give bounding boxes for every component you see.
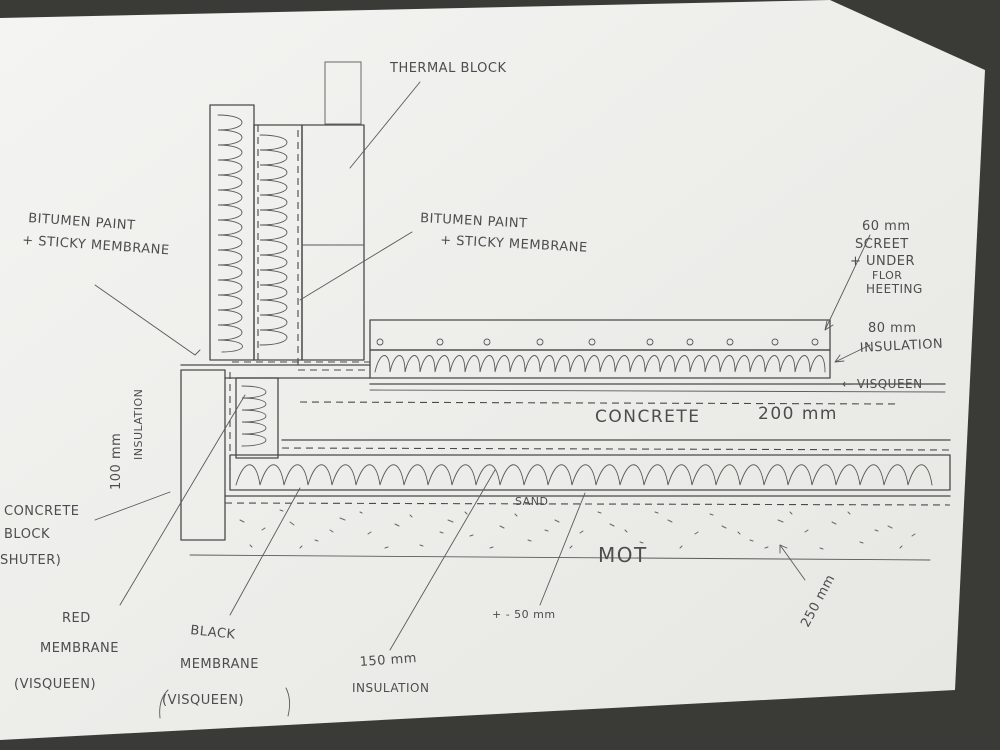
- label-screed-2: SCREET: [855, 237, 909, 252]
- outer-leaf-squiggle: [217, 114, 243, 353]
- label-black-membrane-2: MEMBRANE: [180, 657, 259, 672]
- mot-hardcore-speckle: [239, 509, 916, 550]
- label-insulation-150-2: INSULATION: [352, 681, 429, 695]
- label-screed-4: FLOR: [872, 269, 902, 282]
- cavity-insulation-squiggle: [259, 134, 288, 346]
- label-insulation-100-1: 100 mm: [109, 433, 124, 490]
- insulation-80-layer: [369, 349, 831, 379]
- label-insulation-100-2: INSULATION: [132, 389, 145, 460]
- leader-lines: [94, 81, 871, 651]
- paper-sheet: [0, 0, 985, 740]
- label-red-membrane-1: RED: [62, 611, 91, 626]
- concrete-block-shutter: [180, 369, 226, 541]
- thermal-block: [301, 124, 365, 361]
- label-concrete-block-1: CONCRETE: [4, 504, 80, 519]
- label-insulation-80-1: 80 mm: [868, 321, 917, 336]
- label-bitumen-mid-1: BITUMEN PAINT: [420, 211, 528, 232]
- underfloor-heating-pipes: [376, 338, 819, 346]
- label-visqueen-right: ← VISQUEEN: [842, 377, 923, 391]
- insulation-150-layer: [229, 454, 951, 491]
- label-black-membrane-3: (VISQUEEN): [162, 693, 244, 708]
- label-mot: MOT: [598, 543, 648, 567]
- label-insulation-150-1: 150 mm: [359, 651, 417, 670]
- label-concrete: CONCRETE: [595, 407, 701, 427]
- label-screed-5: HEETING: [866, 282, 923, 296]
- label-red-membrane-3: (VISQUEEN): [14, 677, 96, 692]
- insulation-150-squiggle: [235, 464, 933, 486]
- label-fifty-mm: + - 50 mm: [492, 608, 556, 621]
- label-concrete-block-2: BLOCK: [4, 527, 50, 542]
- insulation-80-squiggle: [374, 355, 826, 373]
- thermal-block-top: [324, 61, 362, 125]
- label-black-membrane-1: BLACK: [190, 623, 237, 643]
- label-sand: SAND: [515, 495, 548, 508]
- floor-build-up: [189, 319, 951, 561]
- label-screed-1: 60 mm: [862, 219, 911, 234]
- label-concrete-thickness: 200 mm: [758, 404, 838, 424]
- label-screed-3: + UNDER: [850, 254, 915, 269]
- label-red-membrane-2: MEMBRANE: [40, 641, 119, 656]
- label-concrete-block-3: SHUTER): [0, 553, 61, 568]
- label-thermal-block: THERMAL BLOCK: [389, 61, 506, 76]
- label-insulation-80-2: INSULATION: [859, 337, 943, 356]
- label-bitumen-left-1: BITUMEN PAINT: [28, 211, 136, 233]
